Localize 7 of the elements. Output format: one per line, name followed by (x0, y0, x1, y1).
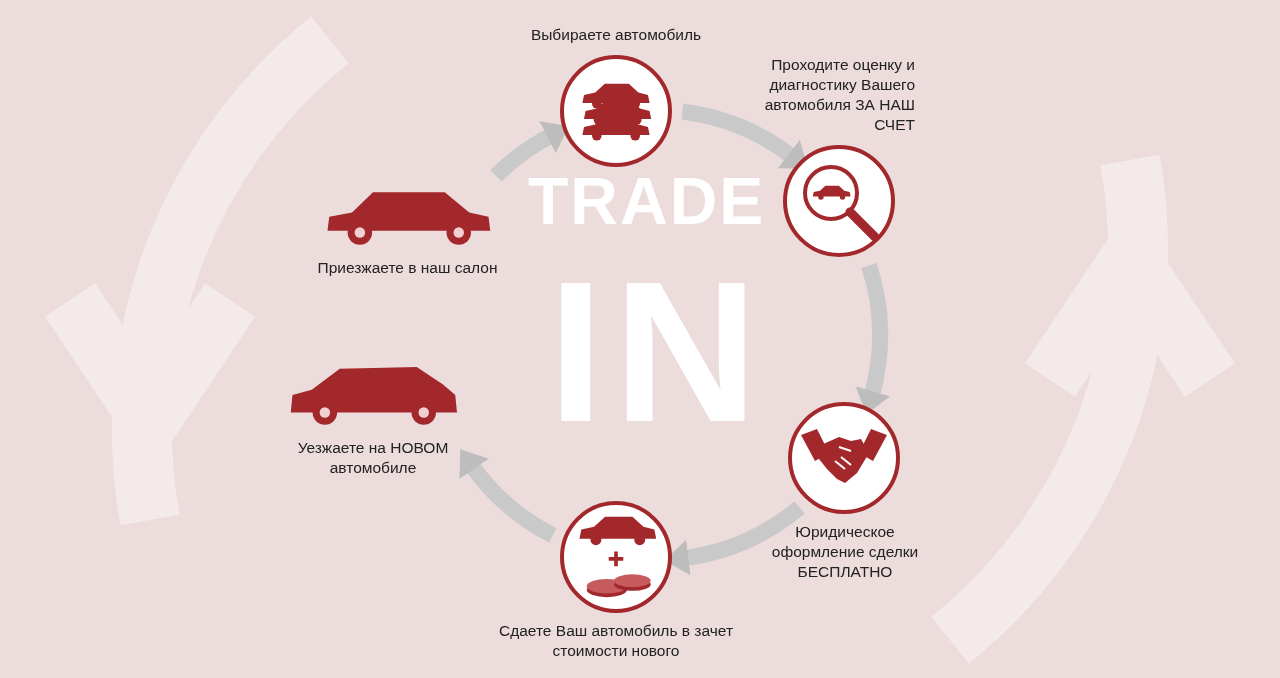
step-caption: Уезжаете на НОВОМ автомобиле (296, 438, 450, 478)
step-caption: Сдаете Ваш автомобиль в зачет стоимости нового (498, 621, 734, 661)
step-caption: Юридическое оформление сделки БЕСПЛАТНО (770, 522, 920, 582)
step-caption: Приезжаете в наш салон (317, 258, 498, 278)
step-caption: Выбираете автомобиль (530, 25, 702, 45)
step-caption: Проходите оценку и диагностику Вашего автомобиля ЗА НАШ СЧЕТ (763, 55, 915, 135)
curved-arrow (459, 449, 557, 543)
